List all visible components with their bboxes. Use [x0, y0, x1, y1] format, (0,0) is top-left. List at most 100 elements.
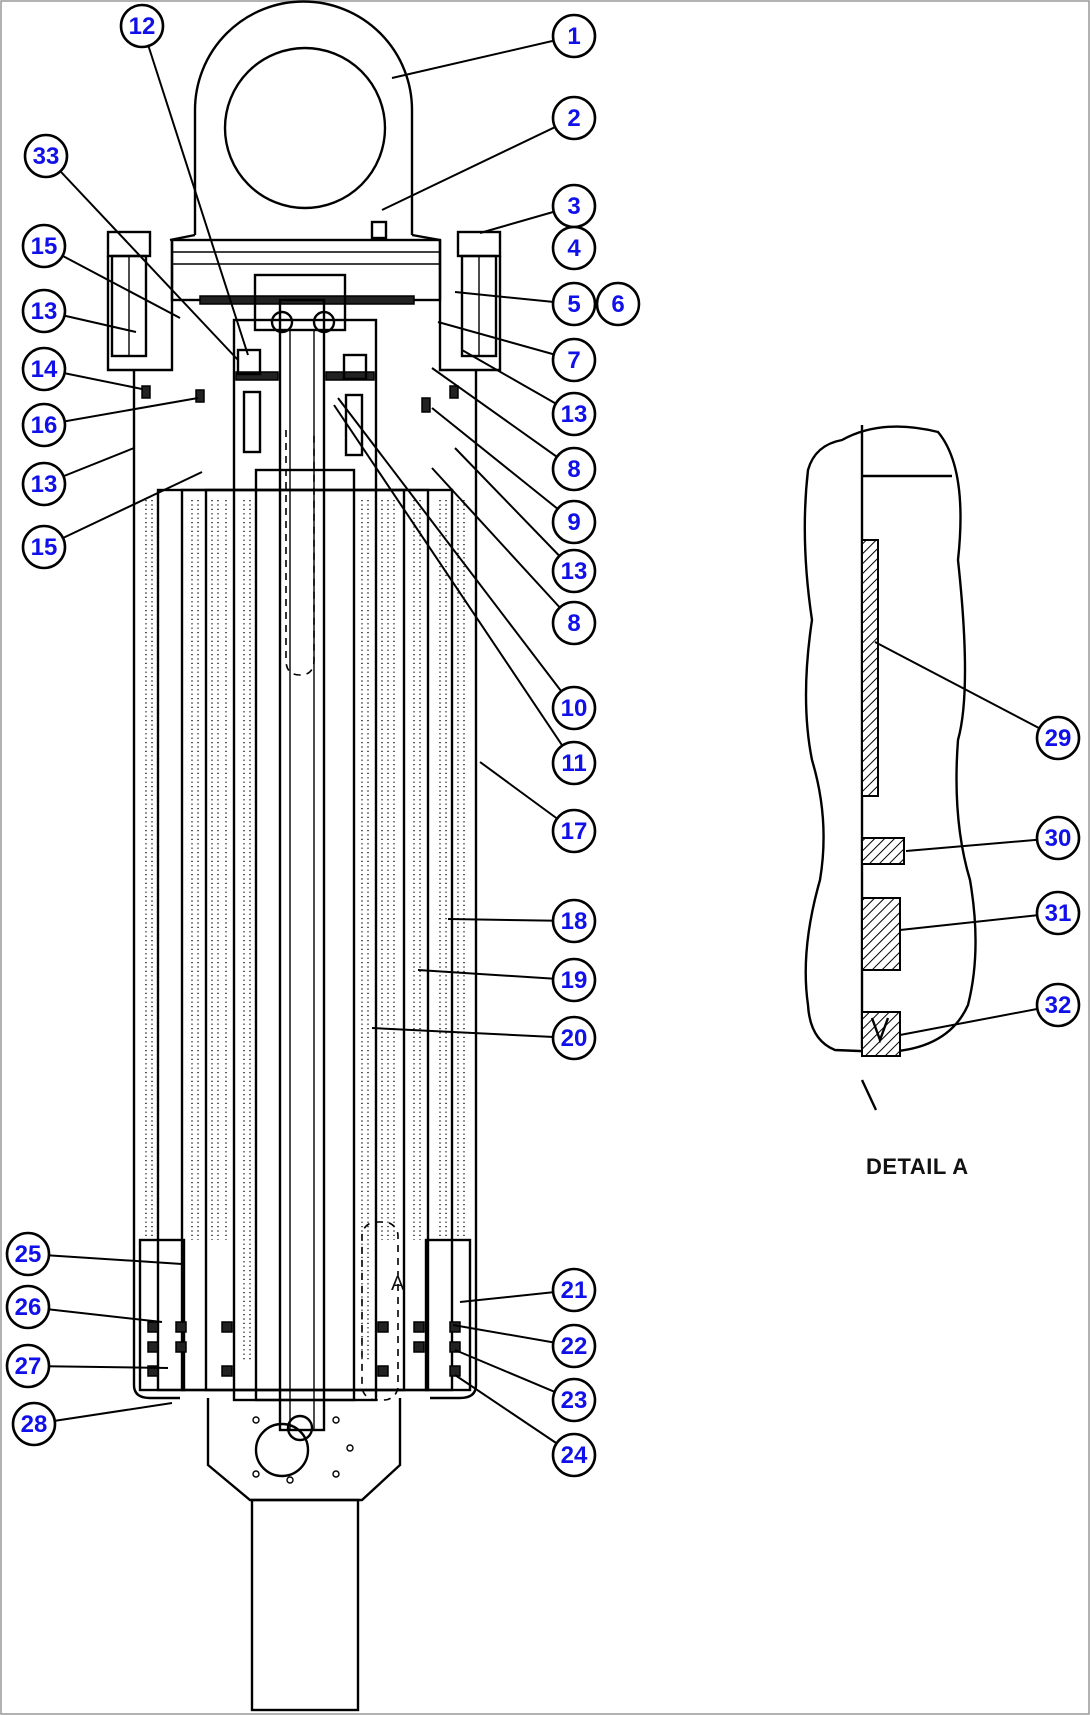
callout-bubble: [551, 600, 597, 646]
callout-number: 12: [129, 13, 156, 40]
cylinder-assembly: A: [106, 0, 502, 1712]
detail-outline: [803, 425, 977, 1054]
leader-line-10: [337, 397, 575, 709]
callout-number: 23: [561, 1387, 588, 1414]
callout-number: 27: [15, 1353, 42, 1380]
detail-a-view: DETAIL A: [803, 425, 977, 1179]
callout-13: 13: [551, 391, 597, 437]
callout-bubble: [551, 446, 597, 492]
callout-bubble: [551, 337, 597, 383]
callout-16: 16: [21, 402, 67, 448]
leader-line-20: [371, 1027, 575, 1039]
leader-line-15: [43, 471, 203, 548]
small-seal-4: [449, 385, 459, 399]
leader-line-13: [454, 447, 575, 572]
leader-line-1: [391, 35, 575, 79]
callout-bubble: [551, 808, 597, 854]
callout-11: 11: [551, 740, 597, 786]
grease-fitting: [370, 220, 388, 240]
callout-32: 32: [1035, 982, 1081, 1028]
callout-bubble: [551, 548, 597, 594]
callout-5: 5: [551, 281, 597, 327]
callout-33: 33: [23, 133, 69, 179]
tube-shading: [145, 500, 465, 1360]
callout-bubble: [551, 898, 597, 944]
callout-number: 31: [1045, 900, 1072, 927]
right-flange: [438, 240, 502, 372]
gland-right: [424, 1238, 472, 1392]
detail-a-marker-letter: A: [391, 1273, 405, 1295]
small-seal-3: [421, 397, 431, 413]
callout-4: 4: [551, 225, 597, 271]
rod-eye: [193, 0, 414, 235]
callout-bubble: [5, 1231, 51, 1277]
callout-bubble: [551, 1432, 597, 1478]
callout-bubble: [1035, 890, 1081, 936]
callout-17: 17: [551, 808, 597, 854]
callout-number: 3: [567, 193, 580, 220]
leader-line-7: [437, 321, 575, 361]
leader-line-24: [454, 1374, 575, 1456]
callout-bubble: [119, 3, 165, 49]
callout-bubble: [551, 1323, 597, 1369]
callout-number: 25: [15, 1241, 42, 1268]
detail-a-marker: [361, 1221, 399, 1401]
stage-tube-5: [254, 468, 356, 1402]
callout-24: 24: [551, 1432, 597, 1478]
callout-number: 19: [561, 967, 588, 994]
callout-bubble: [595, 281, 641, 327]
detail-title: DETAIL A: [866, 1154, 969, 1179]
callout-bubble: [1035, 982, 1081, 1028]
small-seal-1: [195, 389, 205, 403]
cylinder-head: [170, 238, 442, 302]
callout-19: 19: [551, 957, 597, 1003]
leader-line-32: [899, 1004, 1059, 1036]
callout-number: 7: [567, 347, 580, 374]
outer-barrel: [132, 370, 180, 1400]
callout-7: 7: [551, 337, 597, 383]
leader-line-8: [431, 467, 575, 624]
callout-25: 25: [5, 1231, 51, 1277]
detail-seal-3-lip: [870, 1017, 890, 1044]
leader-line-31: [899, 912, 1059, 931]
internal-bolt-right: [342, 353, 368, 381]
callout-number: 22: [561, 1333, 588, 1360]
retainer-plate: [235, 371, 279, 381]
callout-27: 27: [5, 1343, 51, 1389]
callout-14: 14: [21, 346, 67, 392]
leader-line-8: [431, 367, 575, 470]
callout-bubble: [11, 1401, 57, 1447]
callout-2: 2: [551, 95, 597, 141]
gland-left: [138, 1238, 186, 1392]
callout-bubble: [21, 461, 67, 507]
callout-number: 20: [561, 1025, 588, 1052]
callout-bubble: [551, 391, 597, 437]
callout-29: 29: [1035, 715, 1081, 761]
leader-line-16: [43, 397, 199, 426]
callout-23: 23: [551, 1377, 597, 1423]
callout-number: 17: [561, 818, 588, 845]
callout-bubble: [551, 1267, 597, 1313]
detail-seal-2: [861, 897, 901, 971]
callout-bubble: [1035, 815, 1081, 861]
callout-bubble: [551, 957, 597, 1003]
callout-number: 29: [1045, 725, 1072, 752]
callout-number: 13: [31, 298, 58, 325]
callout-number: 15: [31, 233, 58, 260]
right-bolt-head: [456, 230, 502, 258]
callout-number: 1: [567, 23, 580, 50]
stage-tube-1: [156, 488, 454, 1392]
callout-31: 31: [1035, 890, 1081, 936]
leader-line-12: [141, 25, 249, 356]
callout-number: 26: [15, 1294, 42, 1321]
callout-bubble: [551, 685, 597, 731]
base-hole-2: [286, 1414, 314, 1442]
base-hole-1: [254, 1422, 310, 1478]
callout-number: 11: [561, 750, 586, 777]
callout-number: 9: [567, 509, 580, 536]
callout-number: 30: [1045, 825, 1072, 852]
leader-line-2: [381, 117, 575, 211]
callout-18: 18: [551, 898, 597, 944]
